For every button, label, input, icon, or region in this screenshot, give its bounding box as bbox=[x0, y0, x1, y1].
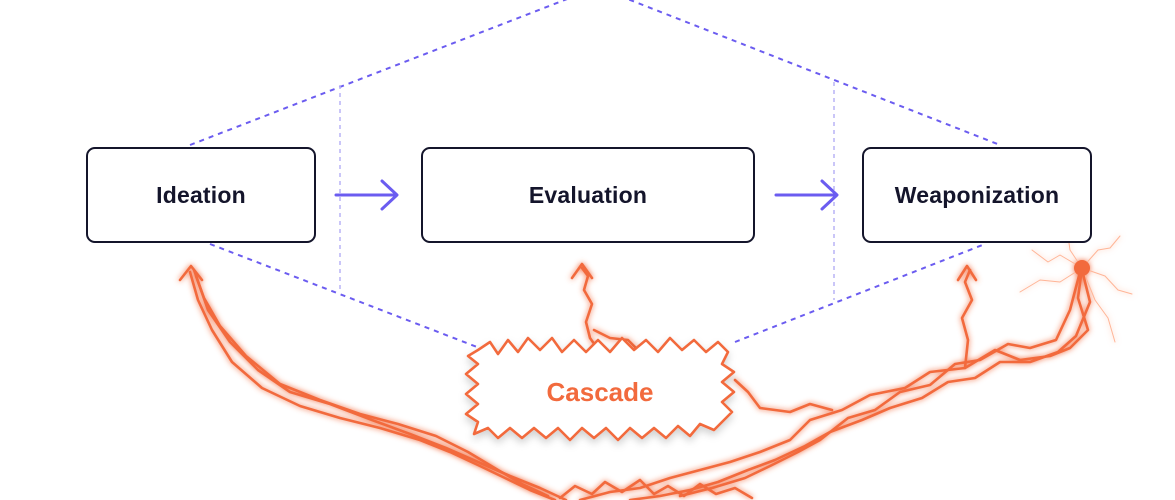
bolt-arc-ideation-c bbox=[194, 274, 568, 500]
cascade-burst bbox=[464, 336, 736, 442]
stage-dividers bbox=[339, 82, 835, 300]
hexagon-bottom-right-edge bbox=[734, 243, 986, 343]
bolt-arrowhead-evaluation bbox=[570, 262, 594, 280]
bolt-trunk-b bbox=[628, 268, 1092, 500]
cascade-lightning bbox=[178, 235, 1133, 500]
bolt-branch-cascade-right bbox=[733, 378, 834, 414]
dashed-hexagon-outline bbox=[189, 0, 1001, 353]
stage-label-weaponization: Weaponization bbox=[894, 181, 1060, 208]
flow-arrow-1 bbox=[334, 179, 399, 211]
bolt-bottom-jitter bbox=[558, 478, 754, 500]
stage-label-evaluation: Evaluation bbox=[528, 181, 648, 208]
bolt-arrowhead-ideation bbox=[178, 264, 204, 282]
stage-box-ideation: Ideation bbox=[86, 147, 316, 243]
bolt-branch-evaluation bbox=[580, 266, 602, 354]
bolt-trunk-a bbox=[578, 266, 1090, 500]
bolt-trunk-c bbox=[678, 270, 1082, 498]
stage-label-ideation: Ideation bbox=[156, 181, 246, 208]
bolt-branch-weaponization bbox=[960, 268, 974, 370]
bolt-arc-ideation-a bbox=[188, 270, 557, 500]
hexagon-top-left-edge bbox=[189, 0, 568, 146]
spark-filaments bbox=[1019, 235, 1133, 343]
bolt-branch-evaluation-2 bbox=[592, 328, 642, 354]
hexagon-top-right-edge bbox=[627, 0, 1001, 146]
stage-box-weaponization: Weaponization bbox=[862, 147, 1092, 243]
bolt-arrowhead-weaponization bbox=[956, 264, 978, 282]
hexagon-bottom-left-edge bbox=[209, 243, 491, 353]
flow-arrow-2 bbox=[774, 179, 839, 211]
stage-box-evaluation: Evaluation bbox=[421, 147, 755, 243]
cascade-burst-shape bbox=[464, 336, 736, 442]
cascade-label: Cascade bbox=[546, 376, 654, 407]
